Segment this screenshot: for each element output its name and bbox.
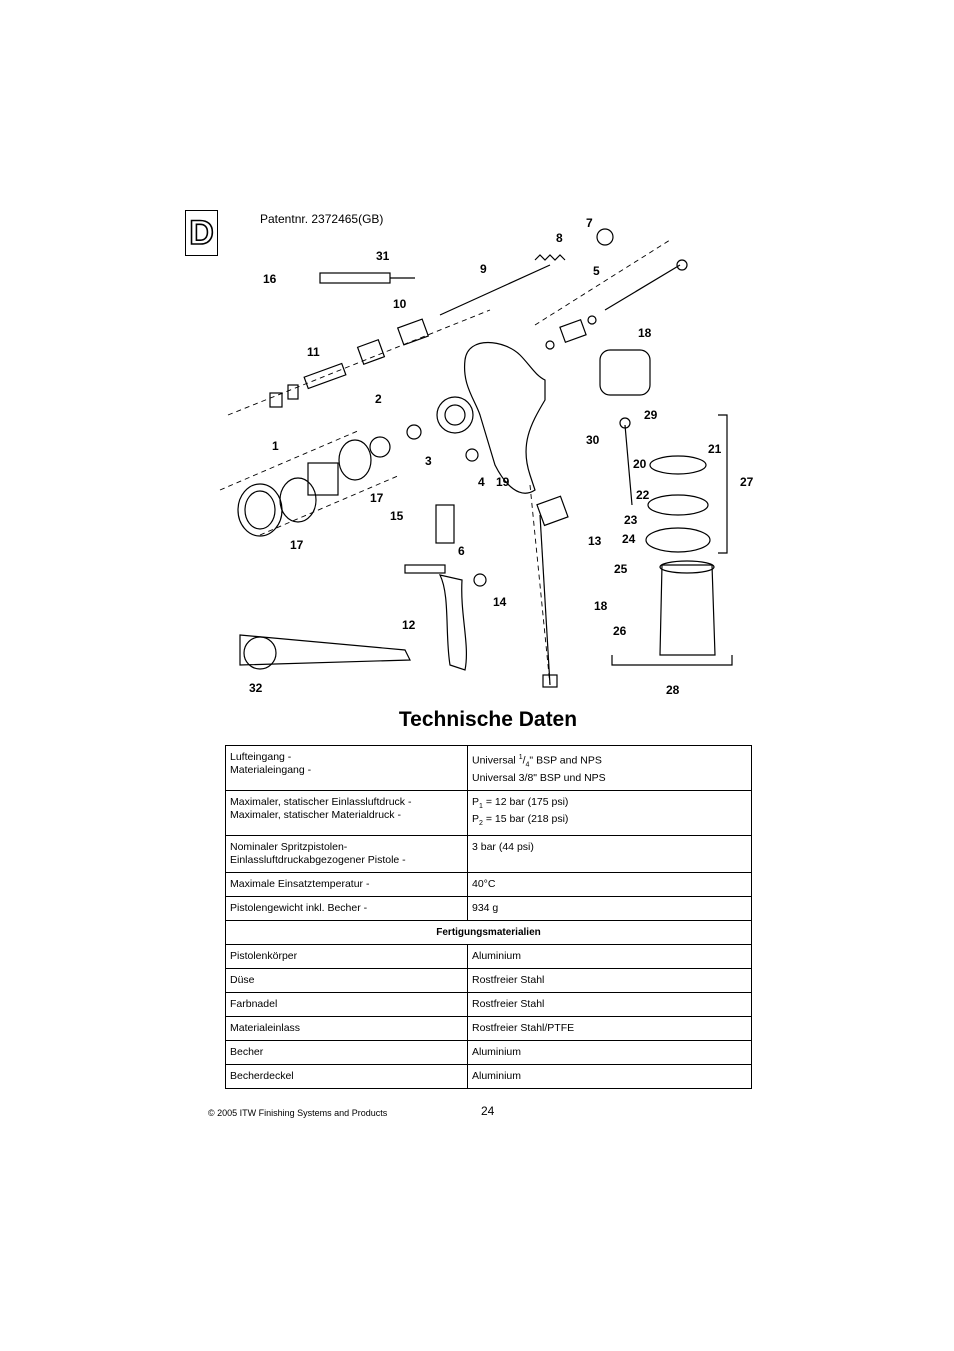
label-16: 16 xyxy=(263,272,277,286)
label-18b: 18 xyxy=(594,599,608,613)
label-25: 25 xyxy=(614,562,628,576)
spec-label: Maximale Einsatztemperatur - xyxy=(225,871,468,897)
spec-label-line: Maximaler, statischer Einlassluftdruck - xyxy=(230,795,412,808)
label-28: 28 xyxy=(666,683,680,697)
label-12: 12 xyxy=(402,618,416,632)
material-value: Rostfreier Stahl/PTFE xyxy=(467,1015,752,1041)
label-6: 6 xyxy=(458,544,465,558)
spec-label: Maximaler, statischer Einlassluftdruck -… xyxy=(225,789,468,836)
spec-label: Nominaler Spritzpistolen- Einlassluftdru… xyxy=(225,834,468,873)
spec-table: Lufteingang - Materialeingang - Universa… xyxy=(225,745,752,1089)
label-19: 19 xyxy=(496,475,510,489)
material-part: Becher xyxy=(225,1039,468,1065)
table-row: Düse Rostfreier Stahl xyxy=(225,967,752,993)
material-part: Düse xyxy=(225,967,468,993)
label-2: 2 xyxy=(375,392,382,406)
table-row: Becherdeckel Aluminium xyxy=(225,1063,752,1089)
label-22: 22 xyxy=(636,488,650,502)
materials-header: Fertigungsmaterialien xyxy=(225,919,752,945)
label-7: 7 xyxy=(586,216,593,230)
spec-value-text: Universal 3/8" BSP und NPS xyxy=(472,771,606,784)
label-30: 30 xyxy=(586,433,600,447)
spec-value-text: = 12 bar (175 psi) xyxy=(482,795,569,808)
label-29: 29 xyxy=(644,408,658,422)
label-5: 5 xyxy=(593,264,600,278)
label-14: 14 xyxy=(493,595,507,609)
spec-value: Universal 1/4" BSP and NPS Universal 3/8… xyxy=(467,745,752,791)
spec-value-sup: 1 xyxy=(518,754,523,761)
spec-value-sub: 2 xyxy=(479,819,483,827)
table-row: Nominaler Spritzpistolen- Einlassluftdru… xyxy=(225,834,752,873)
table-row: Farbnadel Rostfreier Stahl xyxy=(225,991,752,1017)
label-23: 23 xyxy=(624,513,638,527)
spec-value-text: " BSP and NPS xyxy=(529,754,602,767)
language-tab: D xyxy=(185,210,218,256)
spec-value-text: P xyxy=(472,812,480,825)
table-row: Fertigungsmaterialien xyxy=(225,919,752,945)
material-value: Aluminium xyxy=(467,1063,752,1089)
label-4: 4 xyxy=(478,475,485,489)
material-part: Materialeinlass xyxy=(225,1015,468,1041)
spec-value-text: Universal xyxy=(472,754,519,767)
table-row: Pistolenkörper Aluminium xyxy=(225,943,752,969)
spec-value-text: P xyxy=(472,795,480,808)
label-24: 24 xyxy=(622,532,636,546)
page-number: 24 xyxy=(481,1104,495,1118)
label-18a: 18 xyxy=(638,326,652,340)
label-9: 9 xyxy=(480,262,487,276)
label-26: 26 xyxy=(613,624,627,638)
material-part: Becherdeckel xyxy=(225,1063,468,1089)
label-31: 31 xyxy=(376,249,390,263)
table-row: Maximale Einsatztemperatur - 40°C xyxy=(225,871,752,897)
material-part: Pistolenkörper xyxy=(225,943,468,969)
table-row: Materialeinlass Rostfreier Stahl/PTFE xyxy=(225,1015,752,1041)
exploded-parts-diagram: 1 2 3 4 5 6 7 8 9 10 11 12 13 14 15 16 1… xyxy=(219,216,754,697)
table-row: Lufteingang - Materialeingang - Universa… xyxy=(225,745,752,791)
label-13: 13 xyxy=(588,534,602,548)
label-32: 32 xyxy=(249,681,263,695)
spec-label-line: Nominaler Spritzpistolen- xyxy=(230,840,348,853)
section-heading: Technische Daten xyxy=(398,708,578,731)
spec-value-sub: 4 xyxy=(525,761,530,769)
spec-label-line: Maximaler, statischer Materialdruck - xyxy=(230,808,401,821)
label-20: 20 xyxy=(633,457,647,471)
label-11: 11 xyxy=(307,345,320,359)
material-value: Aluminium xyxy=(467,943,752,969)
material-part: Farbnadel xyxy=(225,991,468,1017)
patent-number: Patentnr. 2372465(GB) xyxy=(260,212,384,226)
label-17a: 17 xyxy=(370,491,384,505)
spec-value: P1 = 12 bar (175 psi) P2 = 15 bar (218 p… xyxy=(467,789,752,836)
label-8: 8 xyxy=(556,231,563,245)
copyright: © 2005 ITW Finishing Systems and Product… xyxy=(208,1108,388,1118)
table-row: Becher Aluminium xyxy=(225,1039,752,1065)
label-27: 27 xyxy=(740,475,754,489)
spec-label: Pistolengewicht inkl. Becher - xyxy=(225,895,468,921)
spec-value-sub: 1 xyxy=(479,802,483,810)
label-17b: 17 xyxy=(290,538,304,552)
label-3: 3 xyxy=(425,454,432,468)
label-10: 10 xyxy=(393,297,407,311)
spec-value: 40°C xyxy=(467,871,752,897)
table-row: Maximaler, statischer Einlassluftdruck -… xyxy=(225,789,752,836)
spec-label-line: Materialeingang - xyxy=(230,764,312,776)
spec-label-line: Einlassluftdruckabgezogener Pistole - xyxy=(230,853,406,866)
material-value: Rostfreier Stahl xyxy=(467,967,752,993)
language-letter: D xyxy=(188,214,214,252)
spec-value: 3 bar (44 psi) xyxy=(467,834,752,873)
label-15: 15 xyxy=(390,509,404,523)
label-21: 21 xyxy=(708,442,722,456)
spec-value: 934 g xyxy=(467,895,752,921)
material-value: Aluminium xyxy=(467,1039,752,1065)
spec-value-text: = 15 bar (218 psi) xyxy=(482,812,569,825)
spec-label: Lufteingang - Materialeingang - xyxy=(225,745,468,791)
spec-label-line: Lufteingang - xyxy=(230,751,292,763)
label-1: 1 xyxy=(272,439,279,453)
table-row: Pistolengewicht inkl. Becher - 934 g xyxy=(225,895,752,921)
material-value: Rostfreier Stahl xyxy=(467,991,752,1017)
